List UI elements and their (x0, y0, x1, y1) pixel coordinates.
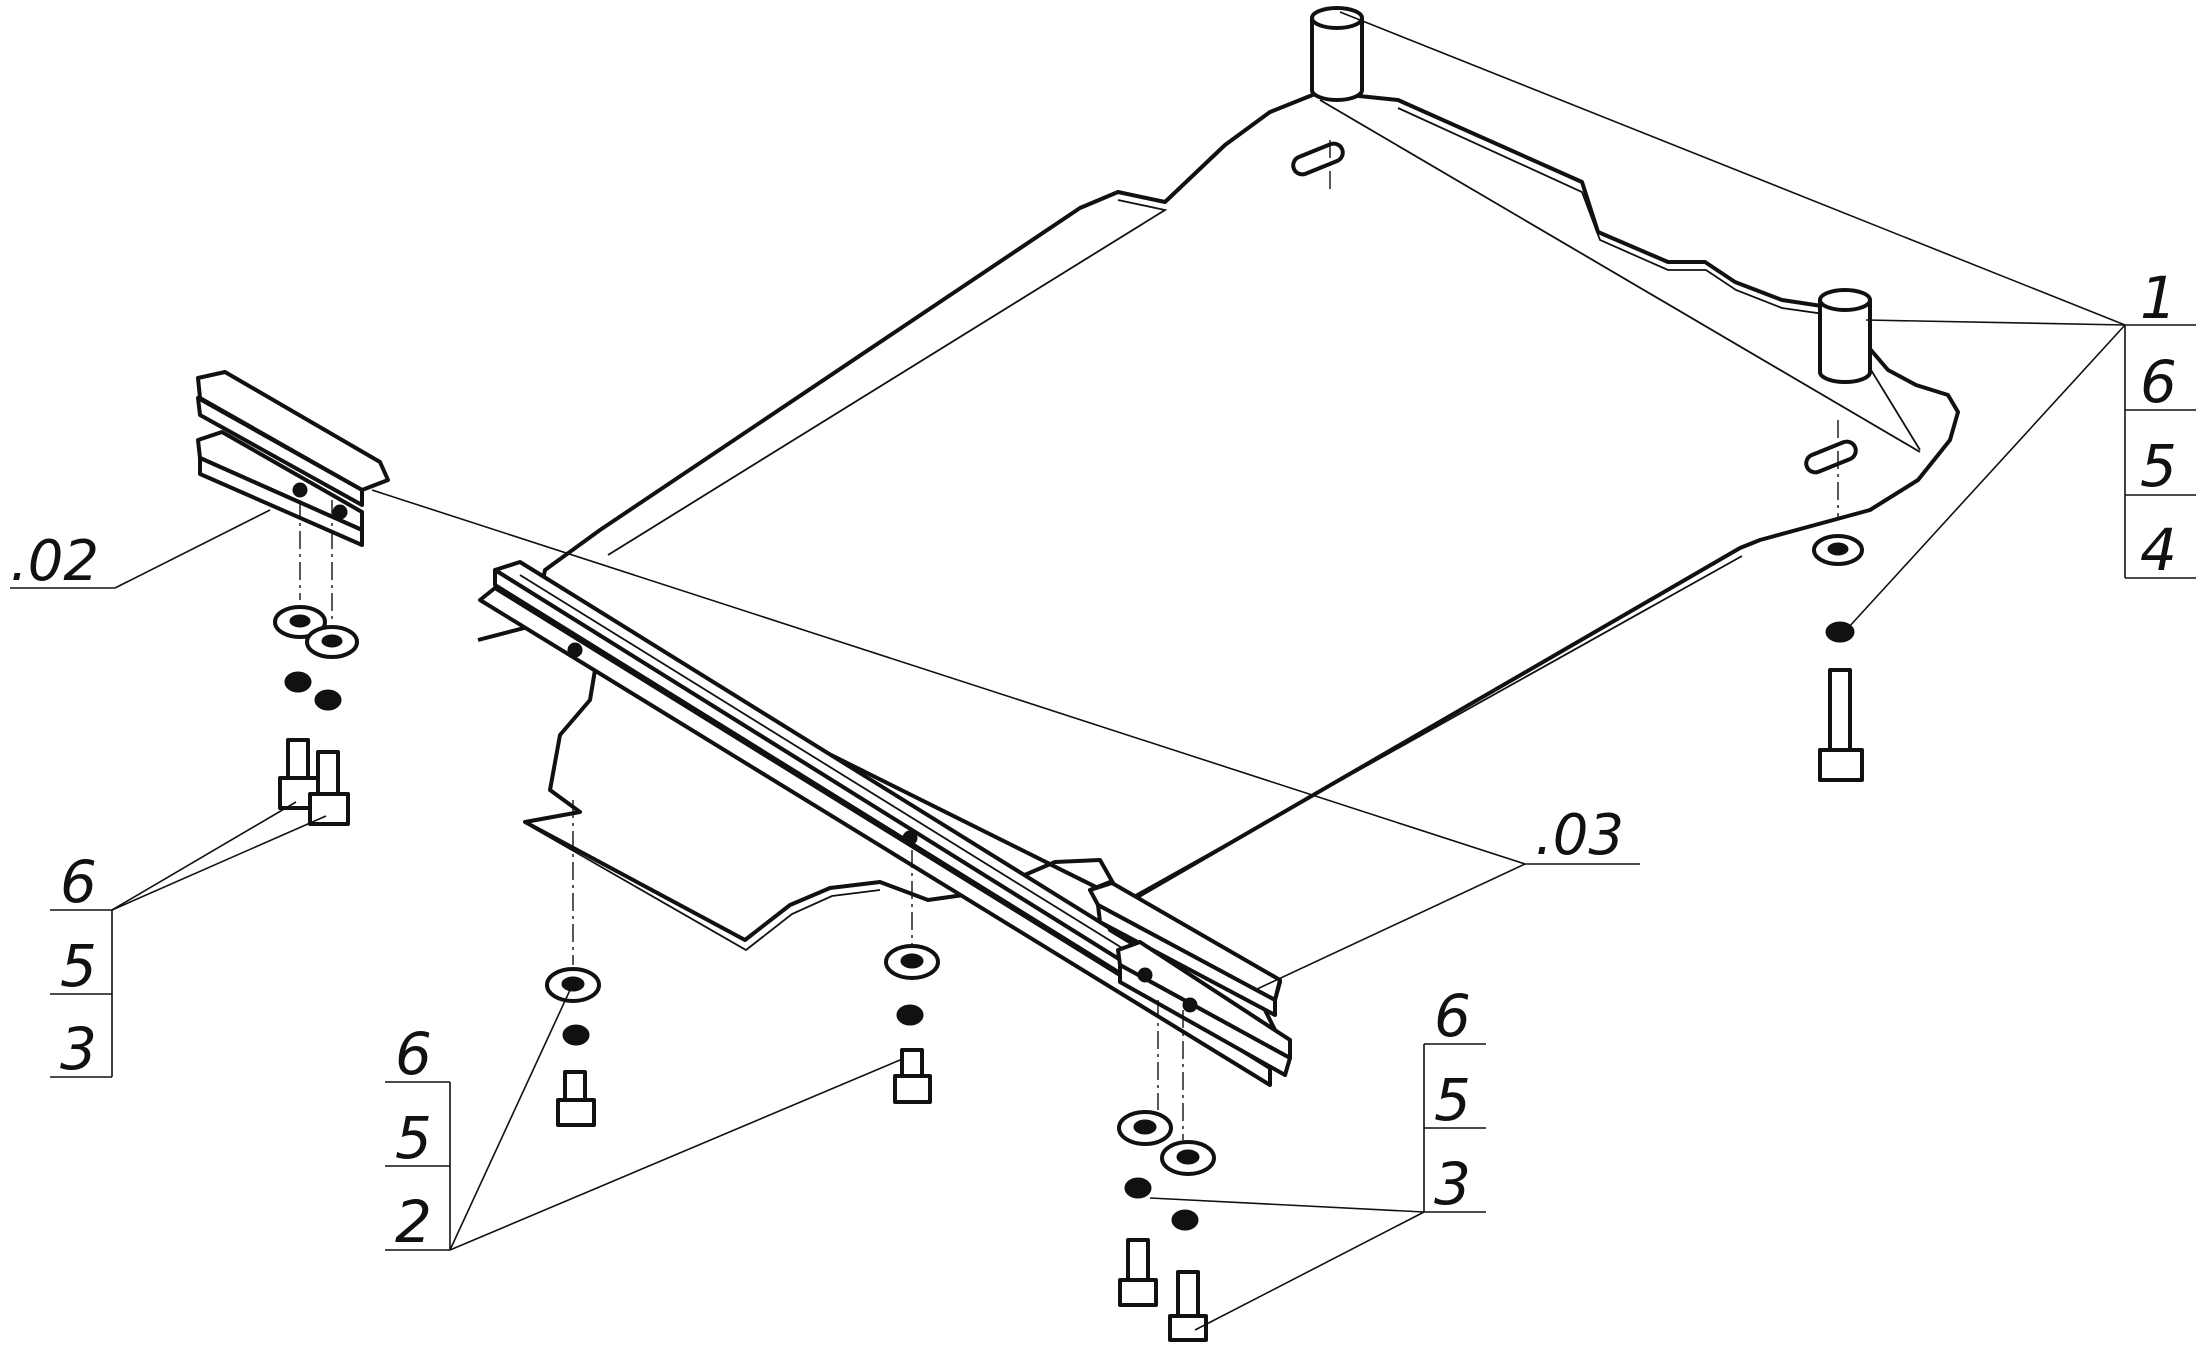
fastener-stack-center (884, 944, 940, 1104)
spacer-bushing-left (1310, 6, 1364, 102)
fastener-stack-bottom-left (545, 967, 601, 1127)
callout-item: 2 (395, 1188, 432, 1256)
callout-table-bottom-right: 6 5 3 (1423, 982, 1486, 1218)
mount-slot-right (1804, 439, 1858, 475)
callout-item: 3 (1434, 1150, 1471, 1218)
fastener-stack-bottom-right-1 (1117, 1110, 1173, 1307)
fastener-stack-right (1812, 534, 1864, 782)
callout-table-left: 6 5 3 (50, 848, 113, 1083)
callout-item: 5 (1434, 1066, 1471, 1134)
callout-item: 5 (60, 932, 97, 1000)
callout-table-bottom-left: 6 5 2 (385, 1020, 451, 1256)
callout-item: 6 (395, 1020, 432, 1088)
callout-item: 5 (2140, 432, 2177, 500)
ref-label-03: .03 (1535, 803, 1624, 868)
right-bracket (1088, 881, 1292, 1077)
leader-lines (10, 11, 2126, 1331)
callout-item: 6 (60, 848, 97, 916)
fastener-stack-left-1 (273, 605, 327, 810)
callout-item: 1 (2140, 264, 2177, 332)
callout-table-top-right: 1 6 5 4 (2124, 264, 2196, 584)
callout-item: 4 (2140, 516, 2177, 584)
left-bracket (196, 370, 390, 547)
callout-item: 5 (395, 1104, 432, 1172)
cross-beam (478, 560, 1292, 1087)
callout-item: 3 (60, 1015, 97, 1083)
spacer-bushing-right (1818, 288, 1872, 384)
fastener-stack-bottom-right-2 (1160, 1140, 1216, 1342)
callout-item: 6 (2140, 348, 2177, 416)
skid-plate (477, 90, 1960, 952)
ref-label-02: .02 (10, 529, 99, 594)
callout-item: 6 (1434, 982, 1471, 1050)
fastener-stack-left-2 (305, 625, 359, 826)
